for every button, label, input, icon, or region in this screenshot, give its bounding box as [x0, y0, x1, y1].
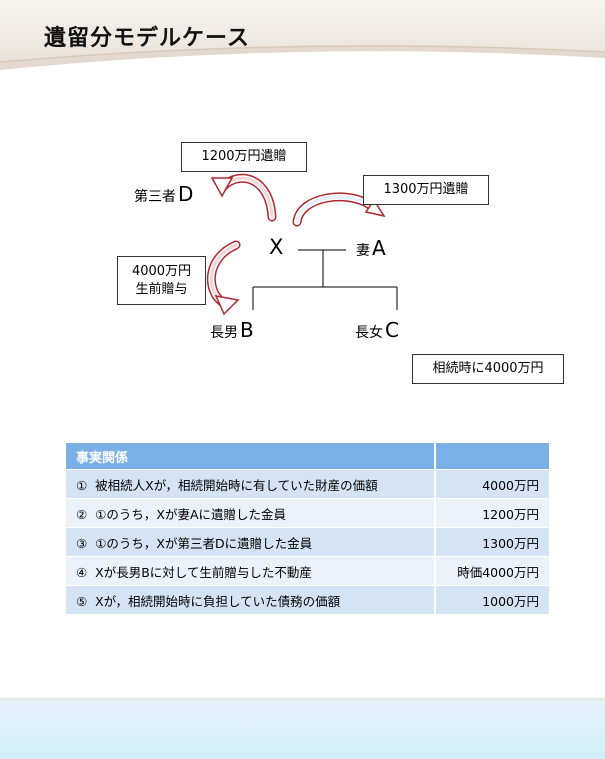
row-description: 被相続人Xが，相続開始時に有していた財産の価額: [95, 477, 378, 493]
page-title: 遺留分モデルケース: [44, 26, 250, 51]
row-description: ①のうち，Xが妻Aに遺贈した金員: [95, 506, 286, 522]
arrow-to-b: [206, 240, 241, 316]
header-banner: 遺留分モデルケース: [0, 0, 605, 72]
row-number: ④: [76, 564, 88, 580]
row-description: ①のうち，Xが第三者Dに遺贈した金員: [95, 535, 313, 551]
footer-band: [0, 698, 605, 759]
gift-d-box: 1200万円遺贈: [181, 142, 307, 172]
row-text: ⑤ Xが，相続開始時に負担していた債務の価額: [66, 585, 435, 614]
facts-table: 事実関係 ① 被相続人Xが，相続開始時に有していた財産の価額 4000万円 ② …: [66, 443, 549, 614]
table-header: 事実関係: [66, 443, 435, 470]
table-header-row: 事実関係: [66, 443, 549, 470]
family-diagram: 1200万円遺贈 1300万円遺贈 4000万円 生前贈与 相続時に4000万円…: [117, 142, 564, 384]
row-amount: 1200万円: [434, 498, 549, 528]
node-a-letter: A: [372, 236, 386, 260]
table-row: ② ①のうち，Xが妻Aに遺贈した金員 1200万円: [66, 498, 549, 528]
row-text: ① 被相続人Xが，相続開始時に有していた財産の価額: [66, 469, 435, 499]
node-c-label: 長女: [355, 325, 383, 341]
node-a-label: 妻: [356, 243, 370, 259]
row-number: ⑤: [76, 593, 88, 609]
inheritance-box: 相続時に4000万円: [412, 354, 564, 384]
table-header-blank: [434, 443, 549, 470]
gift-a-box: 1300万円遺贈: [363, 175, 489, 205]
row-text: ② ①のうち，Xが妻Aに遺贈した金員: [66, 498, 435, 528]
row-amount: 1300万円: [434, 527, 549, 557]
gift-b-amount: 4000万円: [131, 263, 192, 279]
node-b-letter: B: [240, 318, 254, 342]
table-row: ① 被相続人Xが，相続開始時に有していた財産の価額 4000万円: [66, 469, 549, 499]
gift-b-type: 生前贈与: [135, 281, 188, 297]
row-description: Xが，相続開始時に負担していた債務の価額: [95, 593, 341, 609]
row-description: Xが長男Bに対して生前贈与した不動産: [95, 564, 312, 580]
gift-b-box: 4000万円 生前贈与: [117, 256, 206, 305]
node-c-letter: C: [385, 318, 399, 342]
arrow-to-a: [292, 192, 386, 227]
node-d-letter: D: [178, 182, 194, 206]
table-row: ④ Xが長男Bに対して生前贈与した不動産 時価4000万円: [66, 556, 549, 586]
header-paper-shape: [0, 0, 605, 70]
node-b-label: 長男: [210, 325, 238, 341]
row-number: ③: [76, 535, 88, 551]
row-number: ①: [76, 477, 88, 493]
table-row: ⑤ Xが，相続開始時に負担していた債務の価額 1000万円: [66, 585, 549, 614]
diagram-lines: [206, 173, 398, 316]
node-d-label: 第三者: [134, 189, 176, 205]
arrow-to-d: [210, 173, 277, 222]
row-amount: 時価4000万円: [434, 556, 549, 586]
row-number: ②: [76, 506, 88, 522]
row-text: ④ Xが長男Bに対して生前贈与した不動産: [66, 556, 435, 586]
table-row: ③ ①のうち，Xが第三者Dに遺贈した金員 1300万円: [66, 527, 549, 557]
row-amount: 1000万円: [434, 585, 549, 614]
row-amount: 4000万円: [434, 469, 549, 499]
row-text: ③ ①のうち，Xが第三者Dに遺贈した金員: [66, 527, 435, 557]
node-x: X: [269, 235, 284, 259]
